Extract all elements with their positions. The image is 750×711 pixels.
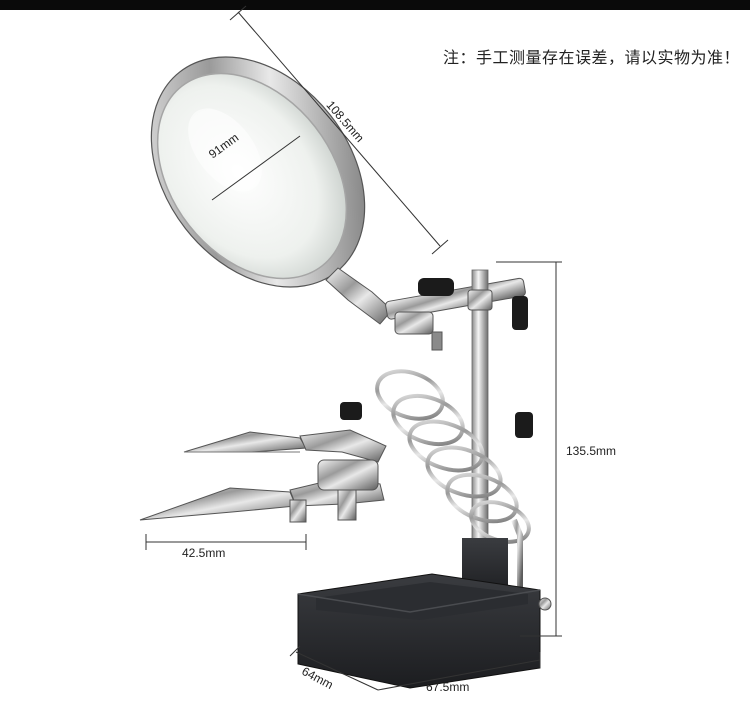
lens-arm [325,267,528,351]
top-border-strip [0,0,750,10]
magnifier-lens [150,56,366,288]
alligator-clips [139,402,387,523]
measurement-disclaimer-note: 注：手工测量存在误差，请以实物为准！ [442,48,740,67]
dimension-label-clip-length: 42.5mm [182,546,226,560]
cast-iron-base [297,538,552,689]
dimension-lines [145,5,562,691]
solder-iron-spring [375,369,531,544]
dimension-label-base-width: 67.5mm [426,680,470,694]
dimension-label-height: 135.5mm [566,444,617,458]
